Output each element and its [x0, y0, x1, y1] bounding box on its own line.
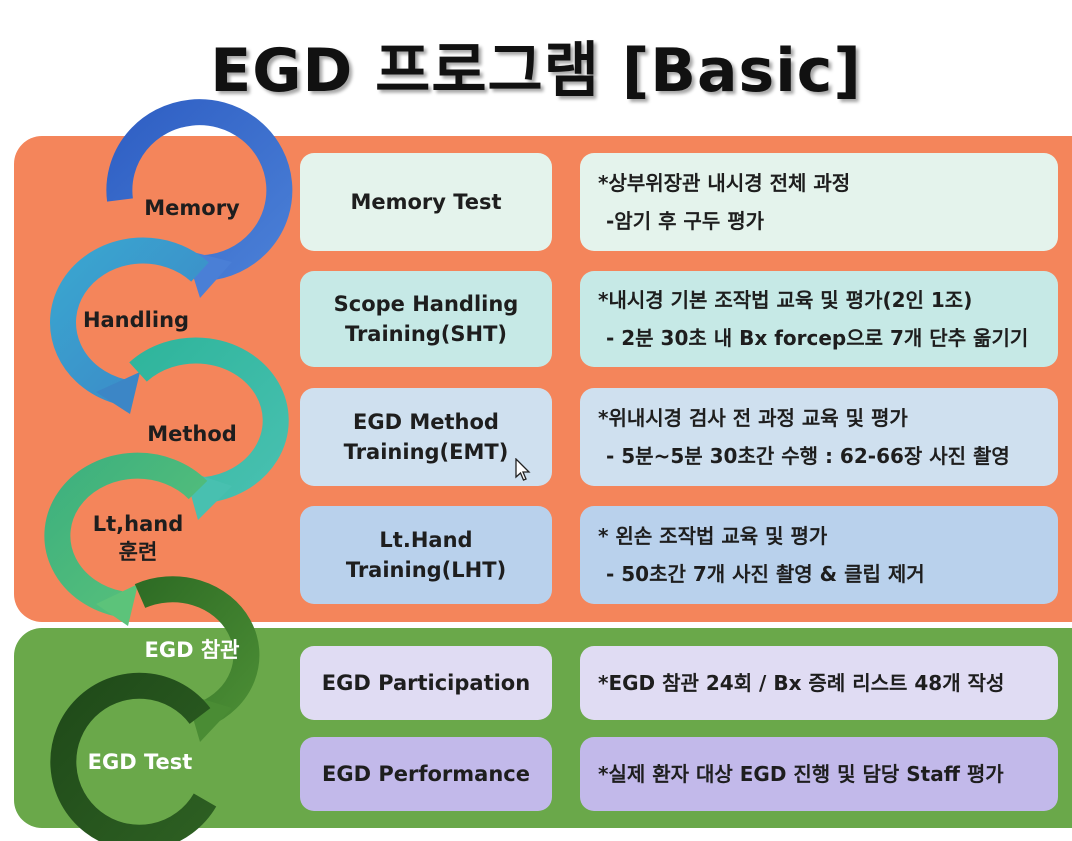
- program-emt-desc: *위내시경 검사 전 과정 교육 및 평가 - 5분~5분 30초간 수행 : …: [580, 388, 1058, 486]
- test-arrow-icon: [50, 672, 217, 841]
- desc-line1: *상부위장관 내시경 전체 과정: [598, 171, 851, 195]
- program-name-line1: EGD Method: [353, 410, 499, 434]
- desc-line2: - 5분~5분 30초간 수행 : 62-66장 사진 촬영: [606, 444, 1010, 468]
- step-lthand-line2: 훈련: [118, 540, 158, 564]
- step-memory-label: Memory: [144, 196, 240, 220]
- step-method-label: Method: [147, 422, 237, 446]
- program-name-line2: Training(SHT): [344, 322, 508, 346]
- step-observation-label: EGD 참관: [144, 638, 240, 662]
- mouse-pointer-icon: [515, 458, 531, 481]
- program-name-line1: EGD Performance: [322, 762, 530, 786]
- program-performance: EGD Performance: [300, 737, 552, 811]
- page-title: EGD 프로그램 [Basic]: [210, 36, 862, 106]
- program-participation: EGD Participation: [300, 646, 552, 720]
- desc-line1: *내시경 기본 조작법 교육 및 평가(2인 1조): [598, 288, 973, 312]
- desc-line2: -암기 후 구두 평가: [606, 209, 764, 233]
- step-lthand-line1: Lt,hand: [92, 512, 184, 536]
- program-memory-test: Memory Test: [300, 153, 552, 251]
- desc-line1: *위내시경 검사 전 과정 교육 및 평가: [598, 406, 908, 430]
- step-lthand-label: Lt,hand 훈련: [86, 510, 190, 566]
- program-sht-desc: *내시경 기본 조작법 교육 및 평가(2인 1조) - 2분 30초 내 Bx…: [580, 271, 1058, 367]
- program-name-line2: Training(EMT): [343, 440, 509, 464]
- program-name-line1: Memory Test: [350, 190, 502, 214]
- step-handling-label: Handling: [82, 308, 190, 332]
- program-performance-desc: *실제 환자 대상 EGD 진행 및 담당 Staff 평가: [580, 737, 1058, 811]
- program-participation-desc: *EGD 참관 24회 / Bx 증례 리스트 48개 작성: [580, 646, 1058, 720]
- desc-line1: *EGD 참관 24회 / Bx 증례 리스트 48개 작성: [598, 671, 1005, 695]
- program-sht: Scope Handling Training(SHT): [300, 271, 552, 367]
- desc-line1: * 왼손 조작법 교육 및 평가: [598, 524, 828, 548]
- desc-line1: *실제 환자 대상 EGD 진행 및 담당 Staff 평가: [598, 762, 1004, 786]
- desc-line2: - 2분 30초 내 Bx forcep으로 7개 단추 옮기기: [606, 326, 1029, 350]
- program-memory-desc: *상부위장관 내시경 전체 과정 -암기 후 구두 평가: [580, 153, 1058, 251]
- program-lht-desc: * 왼손 조작법 교육 및 평가 - 50초간 7개 사진 촬영 & 클립 제거: [580, 506, 1058, 604]
- program-name-line1: Scope Handling: [333, 292, 519, 316]
- program-name-line2: Training(LHT): [345, 558, 507, 582]
- desc-line2: - 50초간 7개 사진 촬영 & 클립 제거: [606, 562, 925, 586]
- step-test-label: EGD Test: [87, 750, 193, 774]
- program-emt: EGD Method Training(EMT): [300, 388, 552, 486]
- lthand-arrow-icon: [44, 452, 208, 626]
- program-name-line1: Lt.Hand: [379, 528, 473, 552]
- program-lht: Lt.Hand Training(LHT): [300, 506, 552, 604]
- handling-arrow-icon: [50, 237, 209, 414]
- program-name-line1: EGD Participation: [321, 671, 531, 695]
